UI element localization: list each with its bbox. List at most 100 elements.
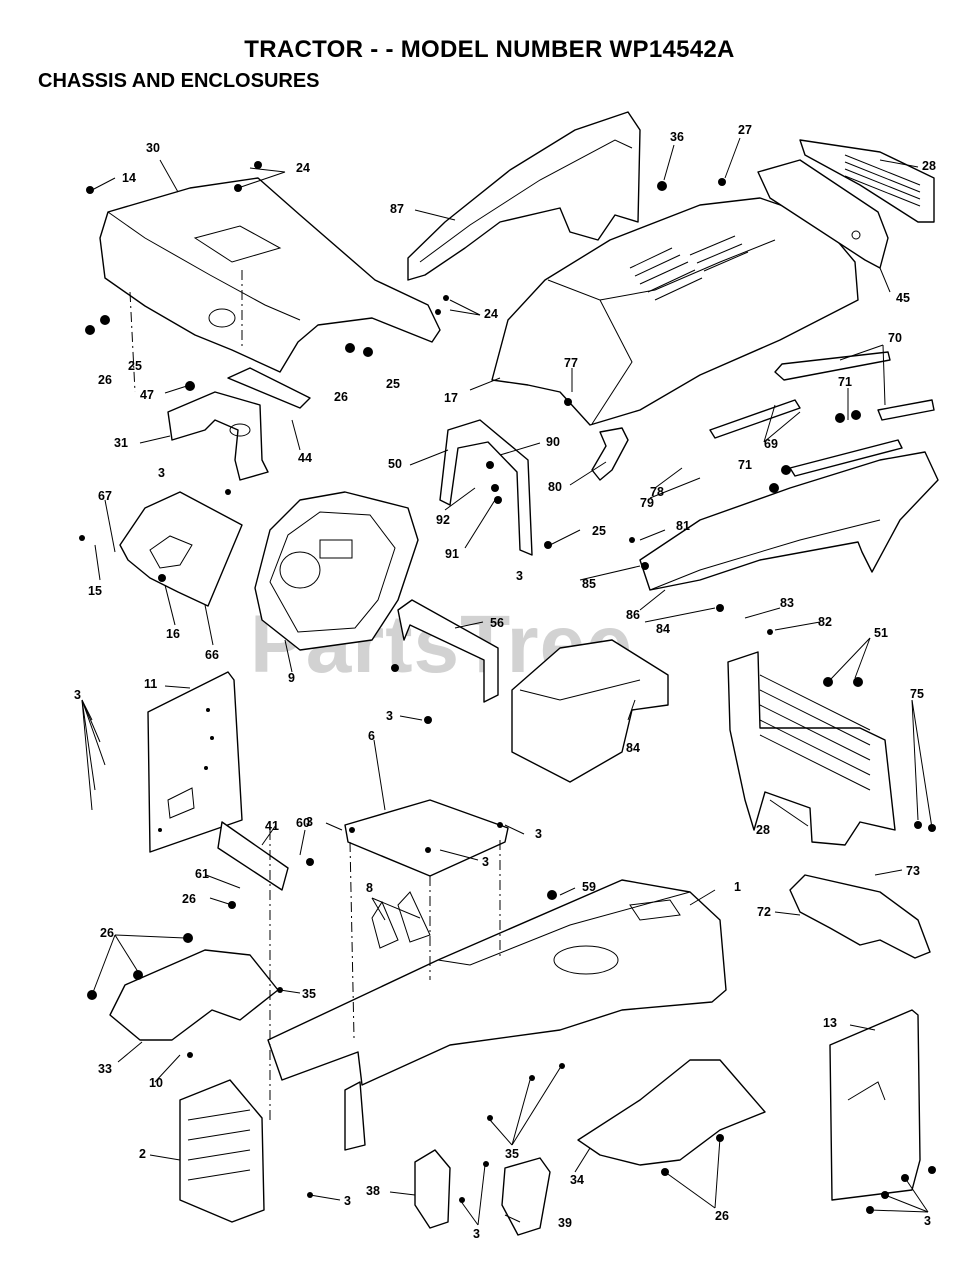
- callout-1: 1: [734, 880, 741, 894]
- callout-92: 92: [436, 513, 450, 527]
- callout-82: 82: [818, 615, 832, 629]
- callout-6: 6: [368, 729, 375, 743]
- part-bracket-38: [414, 1149, 451, 1229]
- callout-14: 14: [122, 171, 136, 185]
- callout-61: 61: [195, 867, 209, 881]
- callout-26b: 26: [334, 390, 348, 404]
- callout-35b: 35: [505, 1147, 519, 1161]
- callout-24: 24: [296, 161, 310, 175]
- callout-39: 39: [558, 1216, 572, 1230]
- part-bracket-44: [227, 367, 311, 409]
- part-bracket-39: [501, 1157, 551, 1236]
- callout-17: 17: [444, 391, 458, 405]
- callout-28b: 28: [756, 823, 770, 837]
- callout-83: 83: [780, 596, 794, 610]
- part-hood-bracket-69: [709, 399, 903, 477]
- callout-25c: 25: [592, 524, 606, 538]
- callout-27: 27: [738, 123, 752, 137]
- part-foot-pan-34: [577, 1059, 766, 1166]
- callout-60: 60: [296, 816, 310, 830]
- callout-3d: 3: [386, 709, 393, 723]
- part-side-panel-87: [407, 111, 641, 281]
- callout-3g: 3: [482, 855, 489, 869]
- callout-10: 10: [149, 1076, 163, 1090]
- part-bracket-50: [439, 419, 533, 556]
- callout-84b: 84: [626, 741, 640, 755]
- part-heat-shield: [119, 491, 243, 607]
- callout-44: 44: [298, 451, 312, 465]
- part-support-56: [397, 599, 499, 703]
- callout-leaders: [81, 137, 933, 1226]
- callout-71: 71: [838, 375, 852, 389]
- callout-47: 47: [140, 388, 154, 402]
- callout-86: 86: [626, 608, 640, 622]
- part-left-panel: [147, 671, 243, 853]
- callout-35: 35: [302, 987, 316, 1001]
- callout-13: 13: [823, 1016, 837, 1030]
- callout-3c: 3: [74, 688, 81, 702]
- callout-26e: 26: [715, 1209, 729, 1223]
- callout-3h: 3: [344, 1194, 351, 1208]
- callout-15: 15: [88, 584, 102, 598]
- callout-91: 91: [445, 547, 459, 561]
- callout-3f: 3: [535, 827, 542, 841]
- callout-77: 77: [564, 356, 578, 370]
- callout-81: 81: [676, 519, 690, 533]
- callout-26c: 26: [182, 892, 196, 906]
- callout-69: 69: [764, 437, 778, 451]
- callout-25: 25: [128, 359, 142, 373]
- callout-28: 28: [922, 159, 936, 173]
- part-hood-bracket-70: [774, 351, 935, 421]
- part-grille-housing: [757, 159, 889, 269]
- part-grille-screen: [727, 651, 896, 846]
- part-link-80: [591, 427, 629, 481]
- callout-59: 59: [582, 880, 596, 894]
- callout-34: 34: [570, 1173, 584, 1187]
- callout-9: 9: [288, 671, 295, 685]
- callout-2: 2: [139, 1147, 146, 1161]
- callout-26d: 26: [100, 926, 114, 940]
- callout-3: 3: [158, 466, 165, 480]
- callout-79: 79: [640, 496, 654, 510]
- callout-87: 87: [390, 202, 404, 216]
- callout-36: 36: [670, 130, 684, 144]
- part-foot-pan-33: [109, 949, 279, 1041]
- callout-3i: 3: [473, 1227, 480, 1241]
- callout-70: 70: [888, 331, 902, 345]
- callout-11: 11: [144, 677, 158, 691]
- callout-16: 16: [166, 627, 180, 641]
- part-dash-cover: [99, 177, 441, 373]
- callout-26: 26: [98, 373, 112, 387]
- part-frame: [267, 879, 727, 1151]
- page-title: TRACTOR - - MODEL NUMBER WP14542A: [244, 36, 735, 63]
- callout-45: 45: [896, 291, 910, 305]
- callout-71b: 71: [738, 458, 752, 472]
- callout-24b: 24: [484, 307, 498, 321]
- part-front-plate-2: [179, 1079, 265, 1223]
- callout-31: 31: [114, 436, 128, 450]
- part-rail-72: [789, 874, 931, 959]
- part-mount-64: [511, 639, 669, 783]
- callout-73: 73: [906, 864, 920, 878]
- callout-8: 8: [366, 881, 373, 895]
- part-grille: [799, 139, 935, 223]
- callout-50: 50: [388, 457, 402, 471]
- assembly-lines: [129, 270, 501, 1120]
- section-subtitle: CHASSIS AND ENCLOSURES: [38, 70, 320, 92]
- callout-51: 51: [874, 626, 888, 640]
- callout-3j: 3: [924, 1214, 931, 1228]
- callout-72: 72: [757, 905, 771, 919]
- callout-90: 90: [546, 435, 560, 449]
- callout-66: 66: [205, 648, 219, 662]
- part-clip-8: [371, 891, 431, 949]
- callout-56: 56: [490, 616, 504, 630]
- callout-80: 80: [548, 480, 562, 494]
- callout-67: 67: [98, 489, 112, 503]
- callout-33: 33: [98, 1062, 112, 1076]
- callout-38: 38: [366, 1184, 380, 1198]
- part-hood-lower-panel: [639, 451, 939, 591]
- callout-85: 85: [582, 577, 596, 591]
- callout-41: 41: [265, 819, 279, 833]
- callout-3b: 3: [516, 569, 523, 583]
- fasteners: [79, 161, 936, 1214]
